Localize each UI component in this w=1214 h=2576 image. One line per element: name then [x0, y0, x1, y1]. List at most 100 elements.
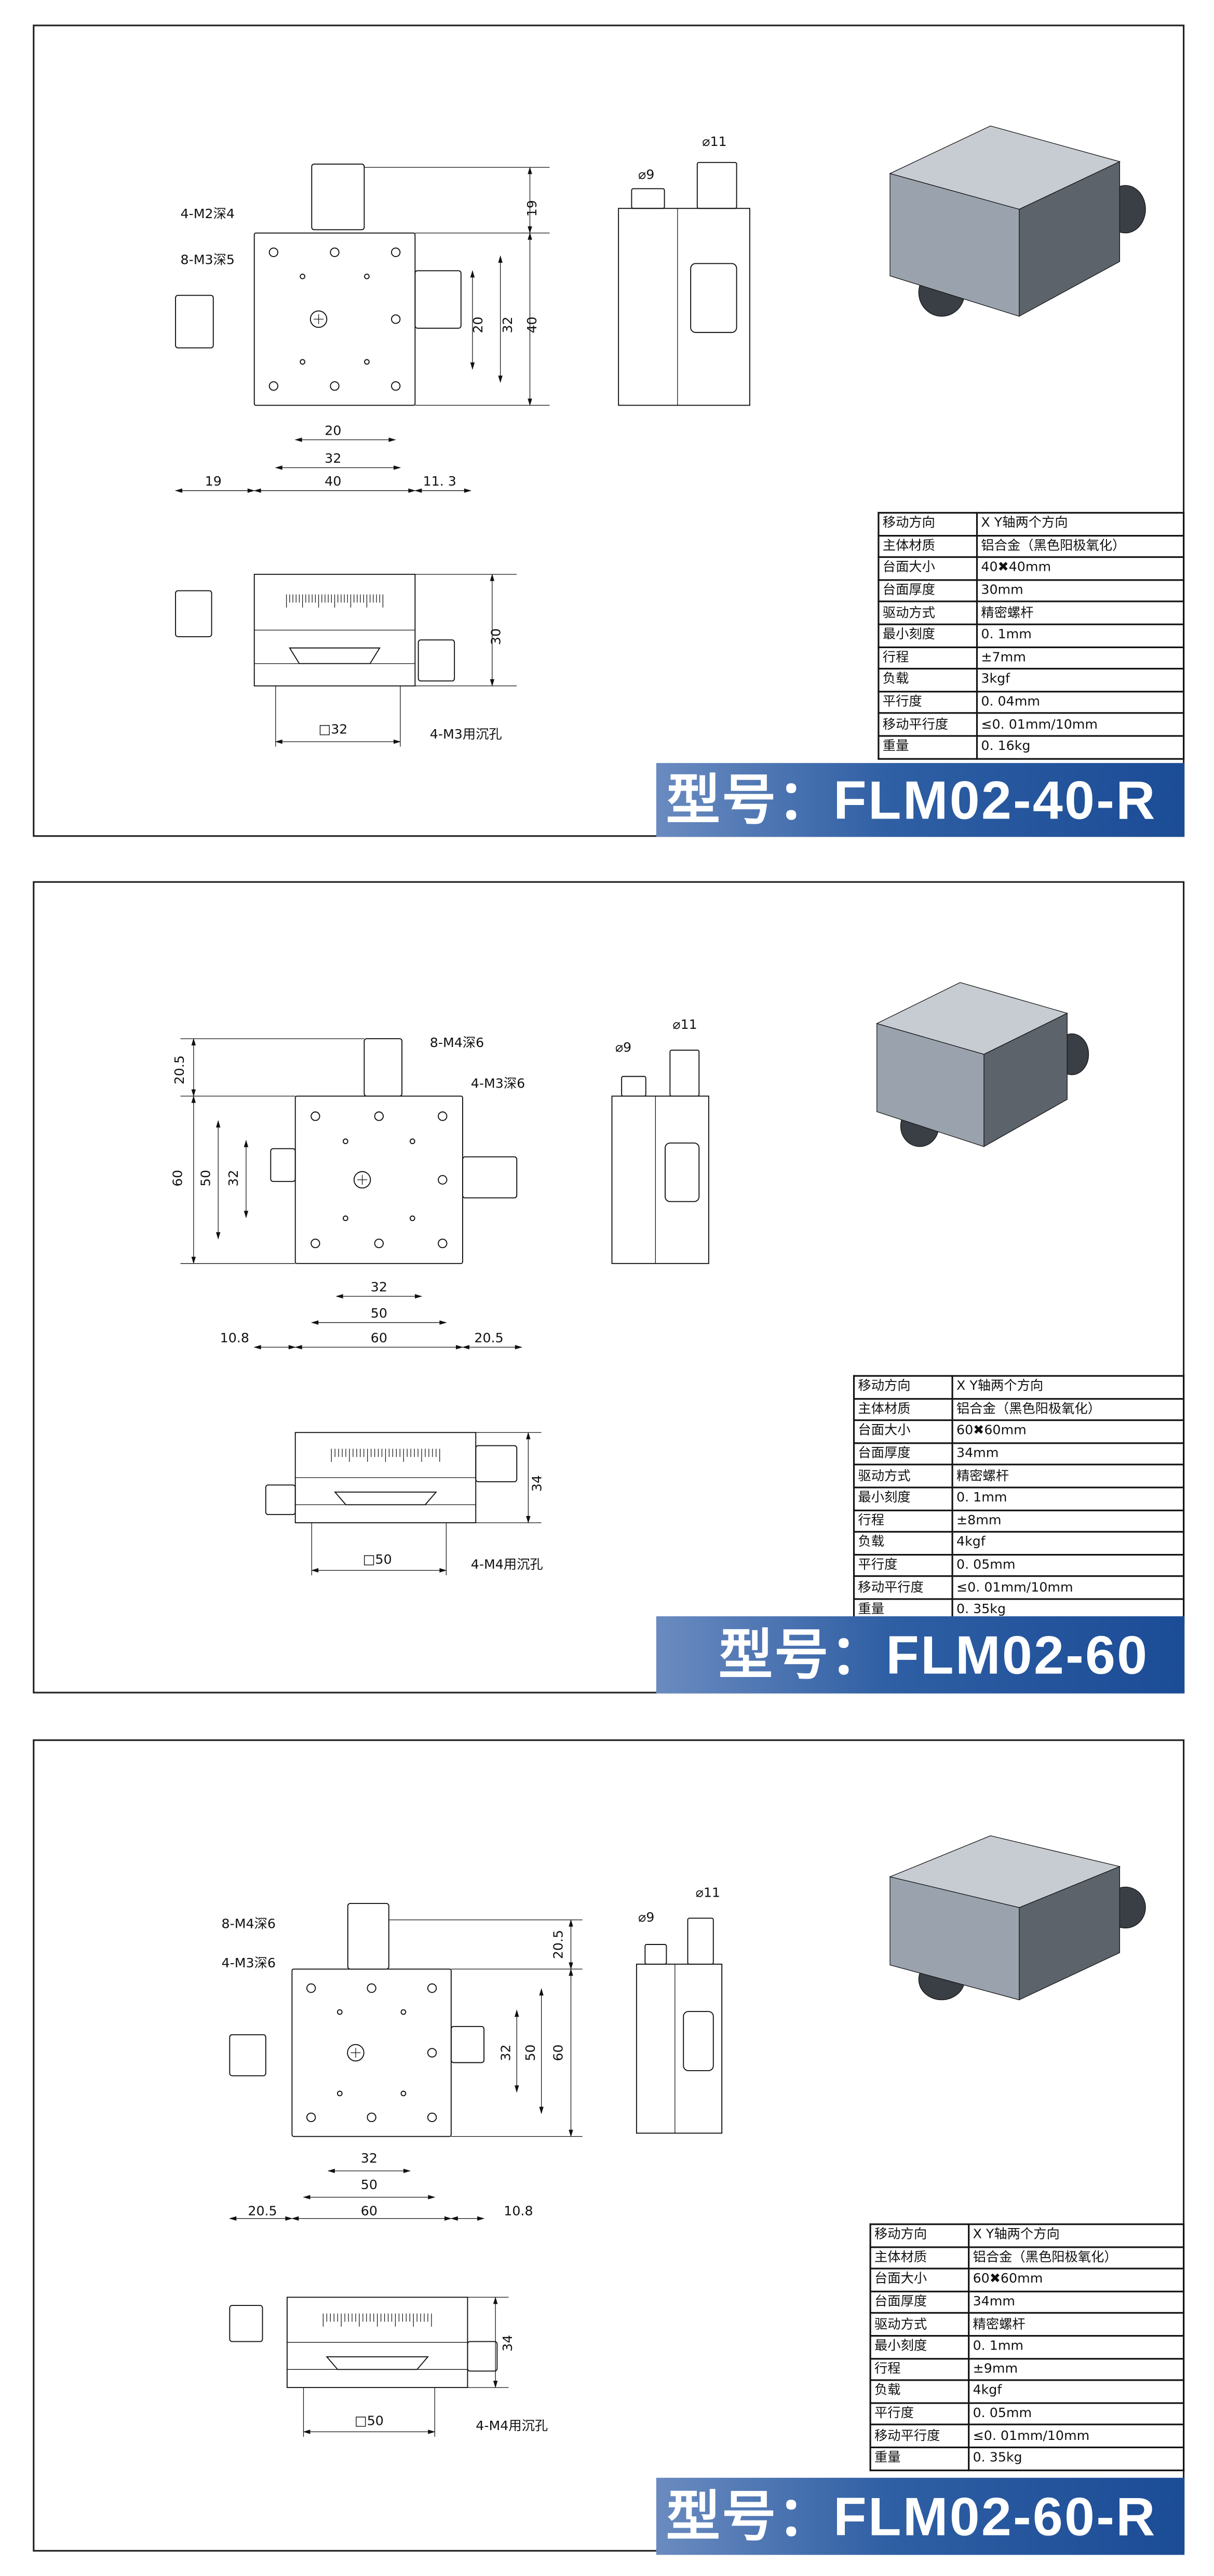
dim-hole-v-outer: 32	[500, 317, 515, 333]
micrometer-knob	[229, 2305, 263, 2342]
dim-hole-v-inner: 32	[498, 2044, 514, 2061]
front-view-body	[286, 2297, 468, 2389]
micrometer-knob	[450, 2026, 485, 2063]
tapped-hole	[409, 1215, 415, 1222]
side-view-knob	[621, 1076, 646, 1097]
spec-value: 4kgf	[951, 1531, 1185, 1555]
micrometer-knob	[229, 2034, 266, 2076]
spec-value: 60✖60mm	[968, 2268, 1185, 2292]
side-view-slot	[683, 2011, 714, 2071]
spec-label: 行程	[853, 1509, 953, 1533]
spec-value: 4kgf	[968, 2379, 1185, 2404]
stage-top-plate	[294, 1095, 463, 1264]
micrometer-knob	[363, 1038, 403, 1097]
dim-width: 60	[371, 1330, 387, 1345]
product-panel-flm02-40-r	[33, 24, 1185, 837]
tapped-hole	[364, 273, 370, 279]
dim-knob-height: 20.5	[172, 1055, 187, 1084]
dim-dia-small: ⌀9	[638, 1910, 654, 1925]
center-screw-icon	[309, 310, 328, 328]
micrometer-knob	[462, 1156, 518, 1199]
spec-label: 负载	[869, 2379, 970, 2404]
micrometer-knob	[265, 1484, 296, 1515]
stage-render-top	[876, 982, 1069, 1055]
model-prefix: 型号：	[718, 1622, 886, 1687]
dovetail-guide	[334, 1491, 437, 1506]
spec-label: 重量	[869, 2446, 970, 2471]
spec-row: 行程±7mm	[878, 646, 1185, 670]
spec-value: X Y轴两个方向	[976, 512, 1185, 536]
callout-tapped-holes-b: 4-M3深6	[222, 1955, 276, 1970]
spec-value: 0. 1mm	[968, 2334, 1185, 2359]
spec-value: 34mm	[968, 2290, 1185, 2315]
dim-base: □50	[363, 1552, 392, 1567]
tapped-hole	[400, 2090, 407, 2097]
micrometer-knob	[475, 1445, 518, 1482]
product-panel-flm02-60-r	[33, 1739, 1185, 2552]
spec-label: 移动方向	[878, 512, 978, 536]
dim-base: □32	[318, 721, 347, 736]
spec-value: 铝合金（黑色阳极氧化）	[951, 1397, 1185, 1421]
center-screw-icon	[353, 1171, 371, 1189]
stage-render-top	[889, 125, 1121, 210]
dim-dia-small: ⌀9	[638, 167, 654, 182]
spec-row: 驱动方式精密螺杆	[878, 601, 1185, 625]
side-view-body	[611, 1095, 709, 1264]
spec-row: 主体材质铝合金（黑色阳极氧化）	[853, 1397, 1185, 1421]
spec-label: 平行度	[853, 1553, 953, 1578]
mounting-hole	[306, 2112, 316, 2123]
spec-value: 30mm	[976, 579, 1185, 603]
spec-row: 移动平行度≤0. 01mm/10mm	[853, 1576, 1185, 1600]
side-view-knob	[631, 188, 665, 209]
spec-label: 主体材质	[878, 534, 978, 558]
model-number: FLM02-60	[886, 1624, 1149, 1685]
dim-dia-large: ⌀11	[672, 1017, 697, 1032]
mounting-hole	[330, 247, 340, 257]
spec-label: 台面厚度	[853, 1442, 953, 1466]
dim-hole-h-inner: 32	[361, 2151, 377, 2166]
callout-counterbore: 4-M4用沉孔	[471, 1557, 543, 1572]
spec-value: 0. 35kg	[968, 2446, 1185, 2471]
tapped-hole	[300, 359, 305, 365]
dim-height: 40	[524, 317, 539, 333]
tapped-hole	[343, 1215, 348, 1222]
technical-drawing-flm02-60-r: 8-M4深6 4-M3深6 20.5 60 50 32 32 50 20.5 6…	[222, 1835, 1146, 2437]
side-view-slot	[690, 263, 737, 333]
spec-value: 0. 04mm	[976, 690, 1185, 715]
spec-label: 台面厚度	[878, 579, 978, 603]
spec-label: 最小刻度	[853, 1486, 953, 1511]
spec-value: 精密螺杆	[976, 601, 1185, 625]
dim-hole-h-outer: 32	[325, 451, 341, 466]
side-view-slot	[665, 1142, 700, 1202]
spec-value: 3kgf	[976, 668, 1185, 692]
spec-row: 驱动方式精密螺杆	[853, 1464, 1185, 1488]
micrometer-knob	[414, 270, 462, 329]
mounting-hole	[268, 381, 279, 391]
dim-hole-h-inner: 32	[371, 1280, 387, 1295]
dim-right-offset: 10.8	[504, 2203, 533, 2218]
stage-render-top	[888, 1835, 1121, 1908]
spec-label: 移动平行度	[869, 2424, 970, 2448]
product-panel-flm02-60	[33, 881, 1185, 1694]
dim-hole-h-inner: 20	[325, 423, 341, 438]
spec-row: 主体材质铝合金（黑色阳极氧化）	[878, 534, 1185, 558]
mounting-hole	[438, 1238, 448, 1249]
model-prefix: 型号：	[666, 768, 834, 832]
tapped-hole	[343, 1138, 348, 1144]
spec-value: ≤0. 01mm/10mm	[968, 2424, 1185, 2448]
micrometer-knob	[175, 590, 212, 637]
spec-label: 最小刻度	[869, 2334, 970, 2359]
spec-value: ≤0. 01mm/10mm	[951, 1576, 1185, 1600]
tapped-hole	[409, 1138, 415, 1144]
spec-value: 0. 16kg	[976, 735, 1185, 759]
